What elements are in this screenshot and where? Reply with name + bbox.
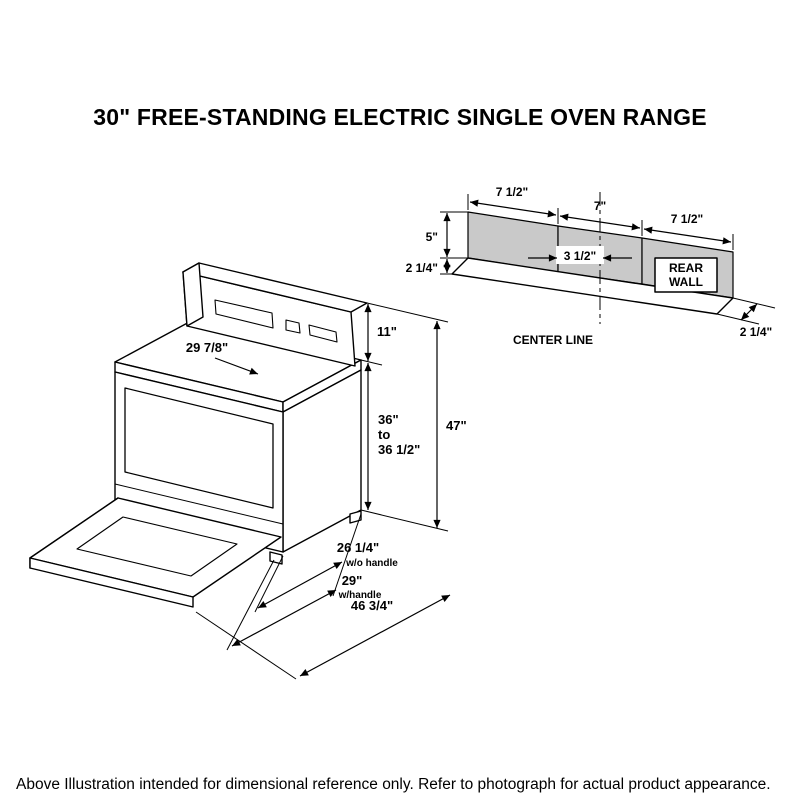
backsplash-height-label: 11" [377,324,397,339]
control-panel-knob-1 [285,319,301,334]
oven-door-outer-edge [29,557,194,608]
depth-no-handle-label: 26 1/4" [337,540,379,555]
range-foot-rear [349,510,362,524]
rear-wall-label-line1: REAR [669,261,703,275]
ext-cooktop-level [360,359,383,366]
ext-base-top-right [732,297,776,309]
rear-wall-label-line2: WALL [669,275,703,289]
depth-with-handle-label: 29" [342,573,363,588]
ext-floor-level [360,509,449,532]
ext-door-open-plane [195,611,297,680]
range-isometric-drawing [29,262,368,608]
depth-with-handle-note: w/handle [338,590,382,601]
depth-no-handle-note: w/o handle [345,558,398,569]
dim-center-section [559,213,641,231]
dim-base-depth [740,303,758,321]
control-panel-knob-2 [308,324,338,343]
rear-wall-box [654,257,718,293]
page-title: 30" FREE-STANDING ELECTRIC SINGLE OVEN R… [93,104,707,130]
rear-wall-diagram: 7 1/2" 7" 7 1/2" 5" 2 1/4" 3 1/2" REAR W… [406,185,776,347]
cooktop-width-label: 29 7/8" [186,340,228,355]
right-section-width-label: 7 1/2" [671,212,703,226]
center-offset-label: 3 1/2" [564,249,596,263]
oven-door-window [76,516,238,577]
oven-opening-frame [124,387,274,509]
dim-left-section [469,199,557,218]
storage-drawer-line [114,483,284,525]
dim-depth-door-open [299,594,451,677]
ext-base-front-right [716,313,760,325]
control-panel-display [214,299,274,329]
cooktop-height-to-label: to [378,427,390,442]
cooktop-height-min-label: 36" [378,412,399,427]
center-section-width-label: 7" [594,199,606,213]
cooktop-width-leader [214,357,259,375]
backsplash-left-cap [182,262,204,327]
ext-backsplash-top [366,302,449,323]
dim-right-section [643,226,732,245]
center-offset-knockout [556,246,604,264]
range-dimensions: 11" 36" to 36 1/2" 47" 29 7/8" 26 1/4" w… [186,302,467,680]
dim-depth-with-handle [231,589,337,647]
left-section-width-label: 7 1/2" [496,185,528,199]
disclaimer-text: Above Illustration intended for dimensio… [16,776,771,793]
center-line-label: CENTER LINE [513,333,593,347]
ext-front-plane [254,555,284,613]
overall-height-label: 47" [446,418,467,433]
dim-depth-no-handle [257,561,343,609]
depth-door-open-label: 46 3/4" [351,598,393,613]
base-height-label: 2 1/4" [406,261,438,275]
wall-height-label: 5" [426,230,438,244]
cooktop-height-max-label: 36 1/2" [378,442,420,457]
base-depth-label: 2 1/4" [740,325,772,339]
